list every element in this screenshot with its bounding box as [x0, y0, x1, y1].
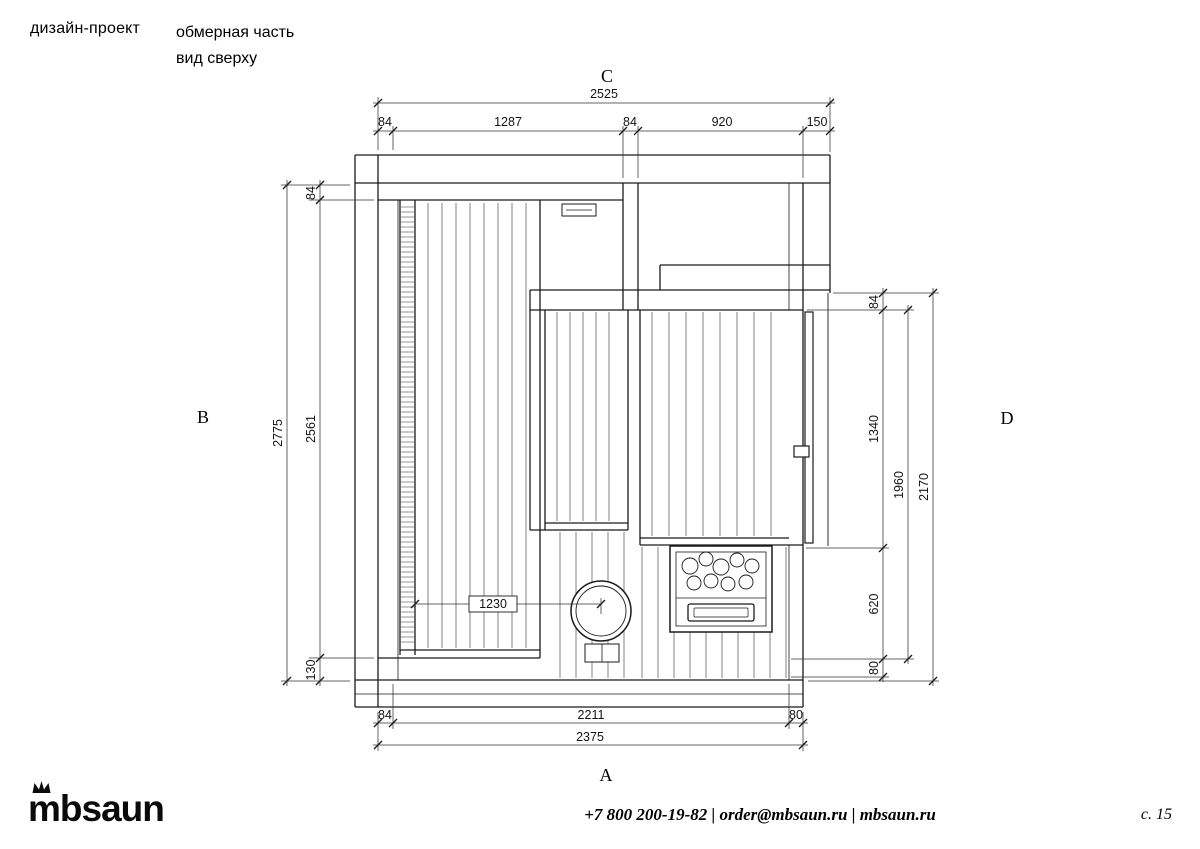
- dimension-ticks: [282, 98, 938, 750]
- axis-marker-b: B: [197, 407, 209, 427]
- interior-dim-box: [468, 595, 518, 613]
- dim-right-wall: 84: [867, 295, 881, 309]
- dim-top-seg4: 920: [712, 115, 733, 129]
- light-fixture: [561, 203, 597, 217]
- right-bench-planks: [651, 312, 772, 536]
- stove: [669, 545, 773, 633]
- dim-top-seg2: 1287: [494, 115, 522, 129]
- water-tub: [570, 580, 632, 663]
- brand-logo: mbsaun: [28, 781, 165, 829]
- middle-bench-planks: [556, 312, 610, 521]
- dim-top-seg1: 84: [378, 115, 392, 129]
- door-handle: [793, 445, 810, 458]
- axis-marker-c: C: [601, 66, 613, 86]
- project-type-label: дизайн-проект: [30, 20, 141, 37]
- dim-bottom-inner: 2211: [578, 708, 605, 722]
- contact-info: +7 800 200-19-82 | order@mbsaun.ru | mbs…: [584, 805, 936, 824]
- stove-stones: [681, 551, 760, 592]
- section-label: обмерная часть: [176, 24, 295, 41]
- dim-left-inner: 2561: [304, 415, 318, 443]
- dimension-lines: [281, 97, 939, 751]
- axis-markers: C B D A: [197, 66, 1014, 785]
- dim-top-overall: 2525: [590, 87, 618, 101]
- dim-right-bottom: 80: [867, 661, 881, 675]
- brand-name: mbsaun: [28, 788, 165, 829]
- axis-marker-a: A: [600, 765, 613, 785]
- page-number: с. 15: [1140, 806, 1172, 823]
- dim-left-overall: 2775: [271, 419, 285, 447]
- dim-bottom-seg3: 80: [789, 708, 803, 722]
- backrest-lamella-hatch: [401, 206, 414, 643]
- dim-top-seg5: 150: [807, 115, 828, 129]
- dimension-labels: 2525 84 1287 84 920 150 2775 84 2561 130…: [271, 87, 931, 744]
- drawing-header: обмерная часть вид сверху: [176, 20, 294, 72]
- dim-right-lower: 620: [867, 594, 881, 615]
- axis-marker-d: D: [1001, 408, 1014, 428]
- dim-interior-tub: 1230: [479, 597, 507, 611]
- dim-left-step: 130: [304, 660, 318, 681]
- dim-bottom-seg1: 84: [378, 708, 392, 722]
- dim-right-overall: 2170: [917, 473, 931, 501]
- dim-top-seg3: 84: [623, 115, 637, 129]
- left-bench-planks: [427, 203, 527, 648]
- walls-and-bench-edges: [354, 154, 831, 708]
- view-label: вид сверху: [176, 50, 258, 67]
- dim-right-upper: 1340: [867, 415, 881, 443]
- crown-icon: [31, 781, 52, 793]
- dim-right-inner: 1960: [892, 471, 906, 499]
- door: [793, 293, 829, 546]
- dim-bottom-overall: 2375: [576, 730, 604, 744]
- dim-left-seg1: 84: [304, 186, 318, 200]
